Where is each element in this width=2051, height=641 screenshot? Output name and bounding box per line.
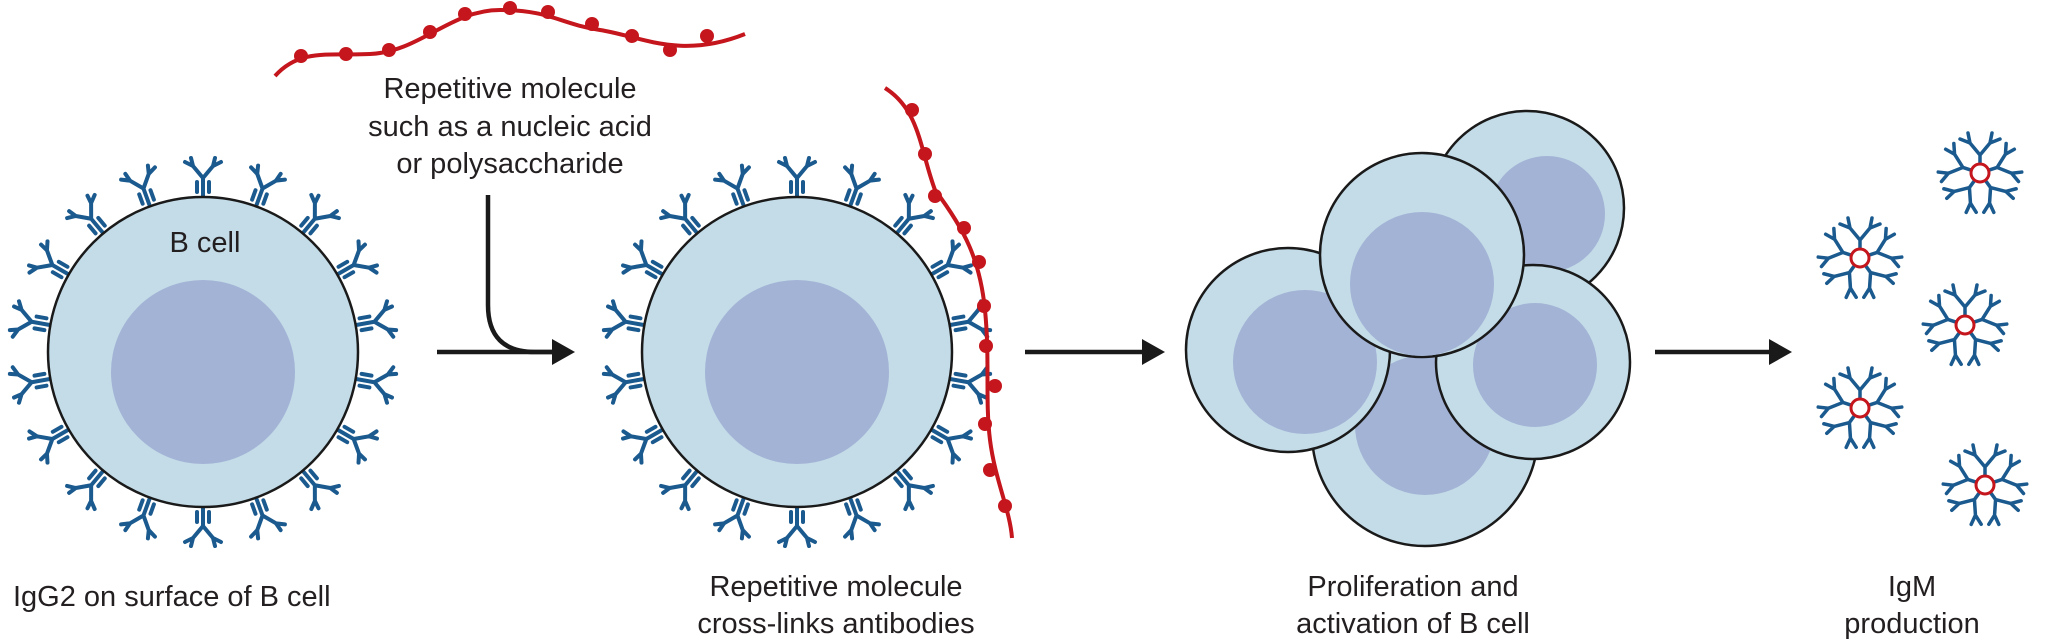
igm-pentamer [1921, 285, 2009, 369]
stage1-b-cell: B cell [6, 156, 400, 548]
antigen-label-line1: Repetitive molecule [383, 73, 636, 105]
arrow-3 [1655, 339, 1792, 365]
igg2-antibody [777, 156, 817, 202]
arrow-2 [1025, 339, 1165, 365]
b-cell-label: B cell [170, 227, 241, 259]
stage4-caption-line2: production [1844, 608, 1979, 640]
stage3-caption-line1: Proliferation and [1307, 571, 1518, 603]
stage2-b-cell [600, 156, 994, 548]
stage3-proliferating-cells [1184, 109, 1632, 548]
antigen-label-line2: such as a nucleic acid [368, 111, 652, 143]
antigen-strand-bound [883, 86, 1014, 539]
antigen-strand-free [273, 1, 746, 78]
antigen-label-line3: or polysaccharide [396, 148, 623, 180]
stage4-caption-line1: IgM [1888, 571, 1936, 603]
igm-pentamer [1816, 218, 1904, 302]
igm-pentamer [1941, 445, 2029, 529]
cell-top [1318, 151, 1526, 359]
igg2-antibody [183, 502, 223, 548]
cell-nucleus [705, 280, 889, 464]
stage2-caption-line2: cross-links antibodies [697, 608, 974, 640]
antigen-chain [273, 7, 746, 78]
igg2-antibody [777, 502, 817, 548]
igg2-antibody [183, 156, 223, 202]
igm-pentamer [1936, 133, 2024, 217]
stage2-caption-line1: Repetitive molecule [709, 571, 962, 603]
igm-pentamer [1816, 368, 1904, 452]
cell-nucleus [111, 280, 295, 464]
stage4-igm-pentamers [1816, 133, 2029, 529]
arrow-1 [437, 195, 575, 365]
antigen-beads [294, 1, 714, 63]
stage3-caption-line2: activation of B cell [1296, 608, 1530, 640]
stage1-caption: IgG2 on surface of B cell [13, 581, 331, 613]
